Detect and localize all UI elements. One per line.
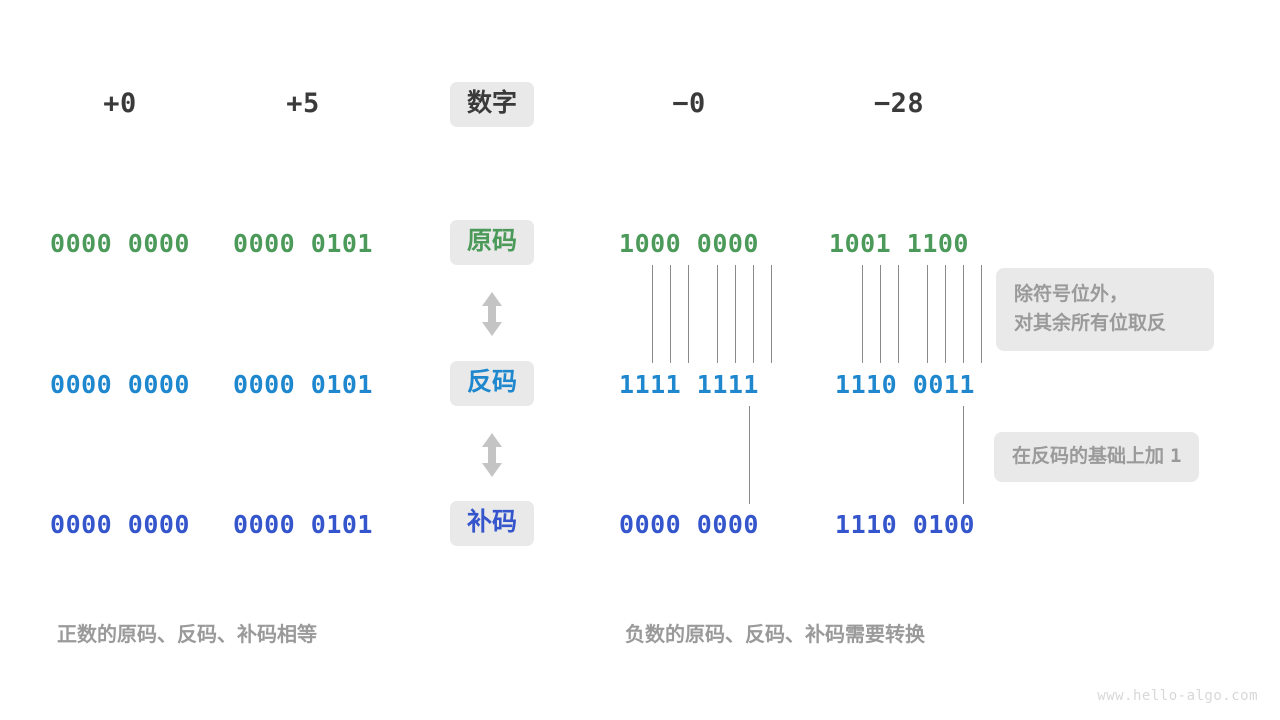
- value-true-form-plus5: 0000 0101: [233, 229, 373, 258]
- bit-connector-line: [717, 265, 718, 363]
- bit-connector-line: [927, 265, 928, 363]
- watermark: www.hello-algo.com: [1097, 688, 1258, 704]
- value-twos-complement-minus28: 1110 0100: [835, 510, 975, 539]
- bit-connector-line: [981, 265, 982, 363]
- bit-connector-line: [880, 265, 881, 363]
- row-label-twos-complement-badge: 补码: [449, 501, 535, 546]
- note-invert-line2: 对其余所有位取反: [1014, 312, 1167, 334]
- bit-connector-line: [735, 265, 736, 363]
- value-twos-complement-plus0: 0000 0000: [50, 510, 190, 539]
- bit-connector-line: [945, 265, 946, 363]
- bit-connector-line: [898, 265, 899, 363]
- column-header-minus0: −0: [672, 88, 706, 119]
- bit-connector-line: [963, 265, 964, 363]
- arrow-ones-to-twos-icon: [477, 431, 507, 484]
- caption-positive-numbers: 正数的原码、反码、补码相等: [57, 624, 317, 646]
- bit-connector-line: [862, 265, 863, 363]
- column-header-plus5: +5: [286, 88, 320, 119]
- bit-connector-line: [670, 265, 671, 363]
- note-add-one-text: 在反码的基础上加: [1012, 446, 1165, 467]
- value-ones-complement-plus5: 0000 0101: [233, 370, 373, 399]
- carry-connector-line: [963, 406, 964, 504]
- note-invert-line1: 除符号位外，: [1014, 284, 1129, 305]
- row-label-ones-complement-badge: 反码: [449, 361, 535, 406]
- carry-connector-line: [749, 406, 750, 504]
- row-label-true-form-badge: 原码: [449, 220, 535, 265]
- value-true-form-plus0: 0000 0000: [50, 229, 190, 258]
- value-ones-complement-minus28: 1110 0011: [835, 370, 975, 399]
- value-twos-complement-minus0: 0000 0000: [619, 510, 759, 539]
- column-header-minus28: −28: [873, 88, 925, 119]
- note-add-one-value: 1: [1170, 445, 1182, 467]
- value-twos-complement-plus5: 0000 0101: [233, 510, 373, 539]
- row-label-number-badge: 数字: [449, 82, 535, 127]
- bit-connector-line: [688, 265, 689, 363]
- value-ones-complement-plus0: 0000 0000: [50, 370, 190, 399]
- bit-connector-line: [652, 265, 653, 363]
- value-true-form-minus28: 1001 1100: [829, 229, 969, 258]
- bit-connector-line: [771, 265, 772, 363]
- arrow-true-to-ones-icon: [477, 290, 507, 343]
- value-true-form-minus0: 1000 0000: [619, 229, 759, 258]
- note-invert-bits: 除符号位外， 对其余所有位取反: [996, 268, 1214, 351]
- caption-negative-numbers: 负数的原码、反码、补码需要转换: [625, 624, 925, 646]
- column-header-plus0: +0: [103, 88, 137, 119]
- value-ones-complement-minus0: 1111 1111: [619, 370, 759, 399]
- bit-connector-line: [753, 265, 754, 363]
